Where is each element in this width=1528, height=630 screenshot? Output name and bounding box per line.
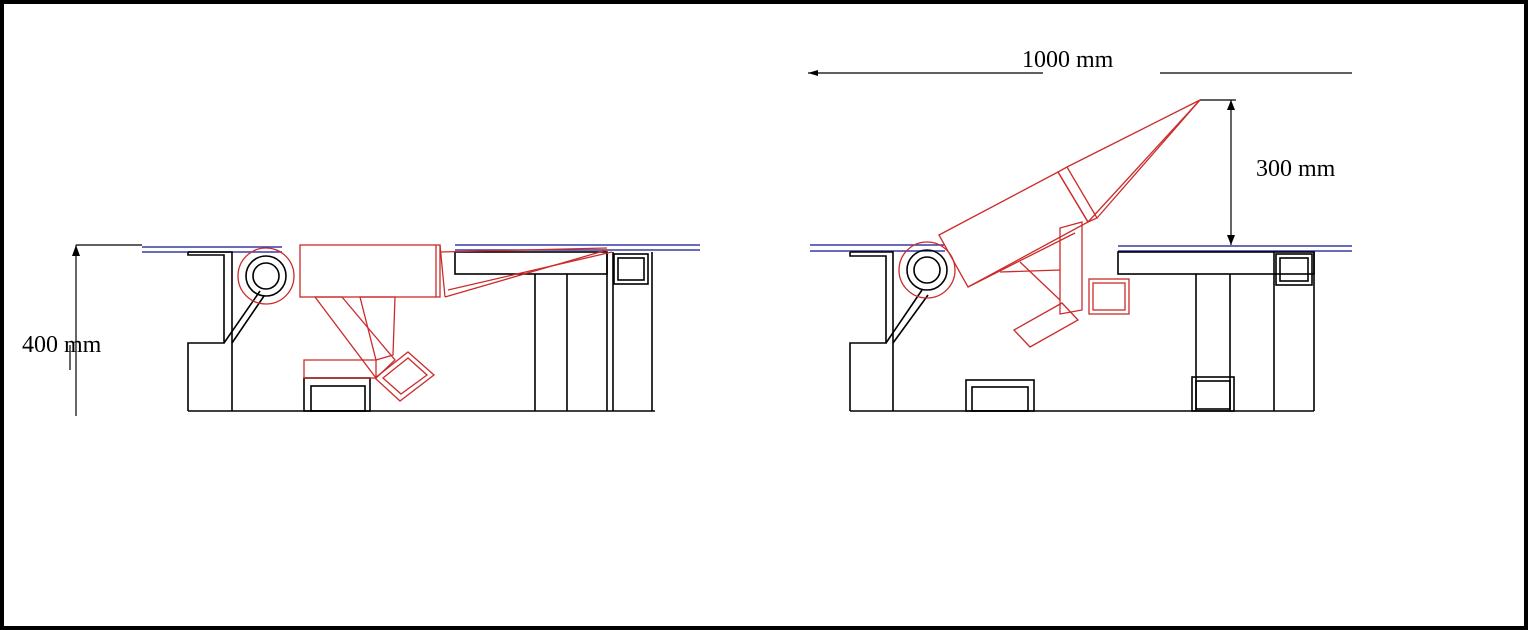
right-height-label: 300 mm [1256,156,1336,182]
right-top-surface [810,244,1352,252]
left-top-surface [142,244,700,253]
left-height-label: 400 mm [22,332,102,358]
right-frame-structure [849,251,1315,412]
left-lift-mechanism [237,244,613,402]
right-lift-mechanism [898,99,1201,348]
left-view-folded: 400 mm [22,244,700,416]
right-width-dimension [808,70,1352,76]
left-frame-structure [187,251,655,412]
left-height-dimension [69,244,142,416]
right-width-label: 1000 mm [1022,47,1114,73]
right-view-raised: 1000 mm 300 mm [808,47,1352,412]
right-height-dimension [1200,99,1236,245]
